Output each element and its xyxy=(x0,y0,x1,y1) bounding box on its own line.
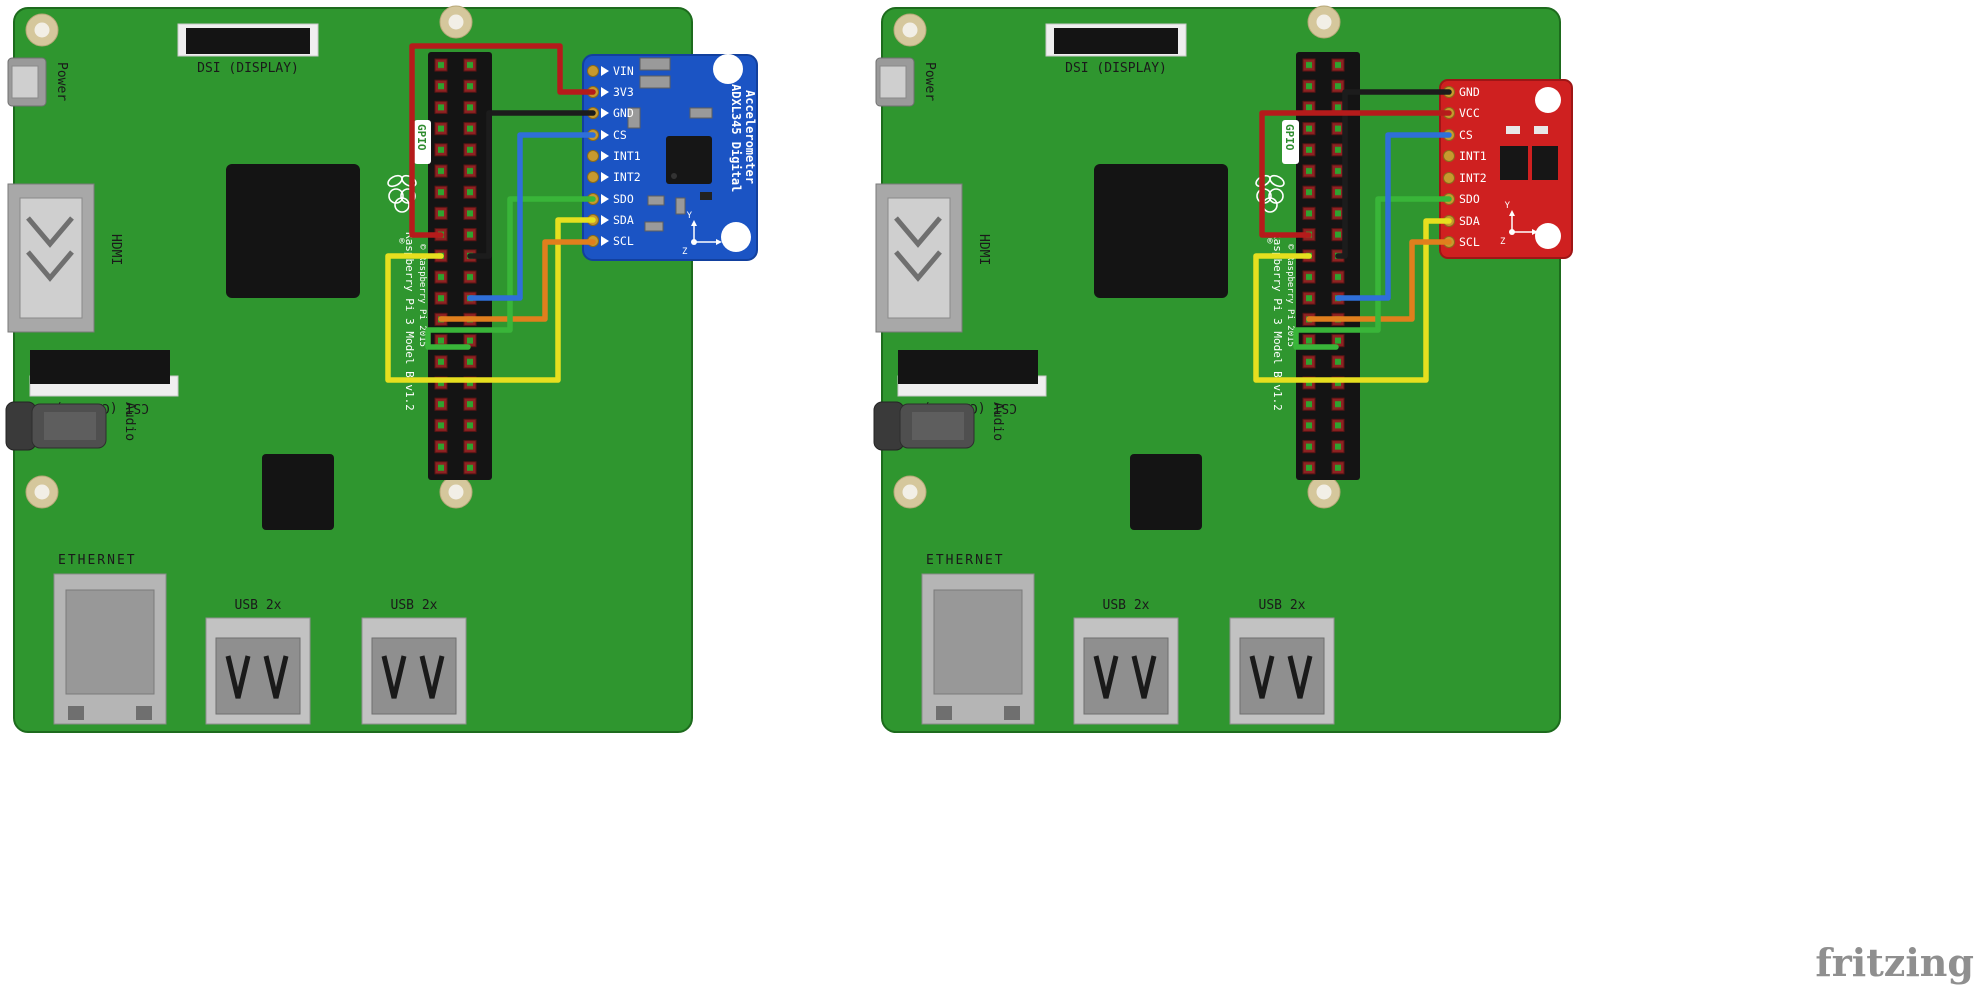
wire-yellow-sda-right xyxy=(1253,218,1452,383)
pin-pad-int1 xyxy=(587,150,599,162)
pin-marker-icon xyxy=(601,108,609,118)
wire-orange-scl-left xyxy=(438,239,596,322)
pin-marker-icon xyxy=(601,194,609,204)
pin-marker-icon xyxy=(601,236,609,246)
mounting-hole xyxy=(1535,87,1561,113)
adxl345-chip xyxy=(666,136,712,184)
axis-y-label: Y xyxy=(687,211,693,221)
pin-label-gnd: GND xyxy=(613,106,634,120)
wire-orange-scl-right xyxy=(1306,239,1452,322)
fritzing-watermark: fritzing xyxy=(1815,940,1974,985)
pin-marker-icon xyxy=(601,172,609,182)
companion-chip xyxy=(1532,146,1558,180)
pin-label-sda: SDA xyxy=(1459,214,1480,228)
pin-label-scl: SCL xyxy=(1459,235,1480,249)
pin-pad-int1 xyxy=(1443,150,1455,162)
wire-blue-cs-right xyxy=(1335,132,1452,301)
mounting-hole xyxy=(713,54,743,84)
pin-label-vcc: VCC xyxy=(1459,106,1480,120)
axis-z-label: Z xyxy=(682,247,688,257)
wires-right xyxy=(1253,89,1452,383)
pin-pad-vin xyxy=(587,65,599,77)
pin-label-sdo: SDO xyxy=(1459,192,1480,206)
pin-label-vin: VIN xyxy=(613,64,634,78)
pin-pad-int2 xyxy=(587,171,599,183)
pin-marker-icon xyxy=(601,130,609,140)
wire-blue-cs-left xyxy=(467,132,596,301)
pin-label-sda: SDA xyxy=(613,213,634,227)
axis-x-label: X xyxy=(1540,229,1546,239)
wire-yellow-sda-left xyxy=(385,217,596,383)
adxl345-chip xyxy=(1500,146,1528,180)
pin-label-int2: INT2 xyxy=(1459,171,1487,185)
axis-x-label: X xyxy=(724,239,730,249)
wire-red-3v3-left xyxy=(409,43,596,238)
wires-left xyxy=(385,43,596,383)
blue-breakout-pins: VIN 3V3 GND CS INT1 INT2 SDO SDA SCL xyxy=(587,64,641,248)
wire-black-gnd-left xyxy=(467,110,596,259)
pin-label-cs: CS xyxy=(613,128,627,142)
pin-label-int1: INT1 xyxy=(613,149,641,163)
mounting-hole xyxy=(1535,223,1561,249)
wire-black-gnd-right xyxy=(1335,89,1452,259)
pin-label-gnd: GND xyxy=(1459,85,1480,99)
pin-marker-icon xyxy=(601,215,609,225)
wire-green-sdo-left xyxy=(425,196,596,350)
pin-label-int2: INT2 xyxy=(613,170,641,184)
pin-label-int1: INT1 xyxy=(1459,149,1487,163)
wire-red-vcc-right xyxy=(1259,110,1452,238)
axis-indicator: X Y Z xyxy=(1500,201,1546,247)
blue-breakout-title-line1: ADXL345 Digital xyxy=(729,84,743,192)
pin-pad-int2 xyxy=(1443,172,1455,184)
mounting-hole xyxy=(721,222,751,252)
pin-marker-icon xyxy=(601,151,609,161)
pin-marker-icon xyxy=(601,66,609,76)
adxl345-red-breakout: GND VCC CS INT1 INT2 SDO SDA SCL X Y Z xyxy=(1439,79,1573,259)
blue-breakout-title-line2: Accelerometer xyxy=(743,90,757,184)
smd-components xyxy=(627,57,713,232)
pin-marker-icon xyxy=(601,87,609,97)
pin-label-scl: SCL xyxy=(613,234,634,248)
axis-indicator: X Y Z xyxy=(682,211,730,257)
pin-label-sdo: SDO xyxy=(613,192,634,206)
axis-z-label: Z xyxy=(1500,237,1506,247)
adxl345-blue-breakout: VIN 3V3 GND CS INT1 INT2 SDO SDA SCL xyxy=(582,54,758,261)
pin-label-cs: CS xyxy=(1459,128,1473,142)
smd-components xyxy=(1500,126,1558,180)
pin-label-3v3: 3V3 xyxy=(613,85,634,99)
axis-y-label: Y xyxy=(1505,201,1511,211)
